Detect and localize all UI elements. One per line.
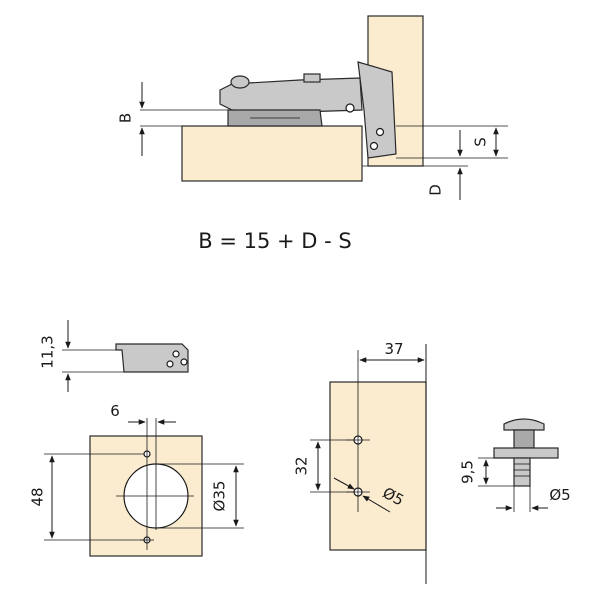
hinge-mounting-plate: [357, 61, 397, 159]
hinge-assembly-view: B S D: [117, 15, 508, 200]
hinge-plate-side-view: 11,3: [39, 320, 189, 392]
mounting-plate-drilling-view: 37 32 Ø5: [293, 340, 427, 584]
dowel-shank: [513, 429, 535, 449]
dowel-diameter-label: Ø5: [549, 486, 570, 504]
d-label: D: [427, 184, 445, 196]
b-label: B: [117, 113, 135, 123]
side-plate-body: [115, 343, 189, 373]
door-panel: [181, 125, 363, 182]
side-plate-hole-2: [180, 358, 188, 366]
plate-screw-hole-lower: [369, 141, 379, 151]
offset-label: 6: [110, 402, 120, 420]
diameter-label: Ø35: [211, 481, 229, 512]
hole-leader-out: [362, 495, 391, 513]
plate-screw-hole-upper: [375, 127, 385, 137]
hinge-arm: [219, 77, 363, 113]
overlay-formula: B = 15 + D - S: [198, 229, 351, 253]
adjustment-screw: [230, 75, 250, 89]
height-label: 48: [29, 487, 47, 506]
plate-height-label: 11,3: [39, 335, 57, 368]
dowel-plate: [493, 447, 559, 459]
cabinet-side-panel-front: [329, 381, 427, 551]
dowel-body: [513, 457, 531, 487]
side-plate-hole-3: [166, 360, 174, 368]
dowel-screw-head: [503, 418, 545, 431]
hole-leader-in: [333, 477, 355, 490]
spacing-label: 32: [293, 456, 311, 475]
width-label: 37: [384, 340, 403, 358]
mounting-screw: [303, 73, 321, 83]
side-plate-hole-1: [172, 350, 180, 358]
s-label: S: [472, 137, 490, 147]
arm-pivot: [345, 103, 355, 113]
cup-drilling-view: 6 48 Ø35: [29, 402, 244, 557]
dowel-view: 9,5 Ø5: [459, 418, 571, 512]
dowel-length-label: 9,5: [459, 460, 477, 484]
